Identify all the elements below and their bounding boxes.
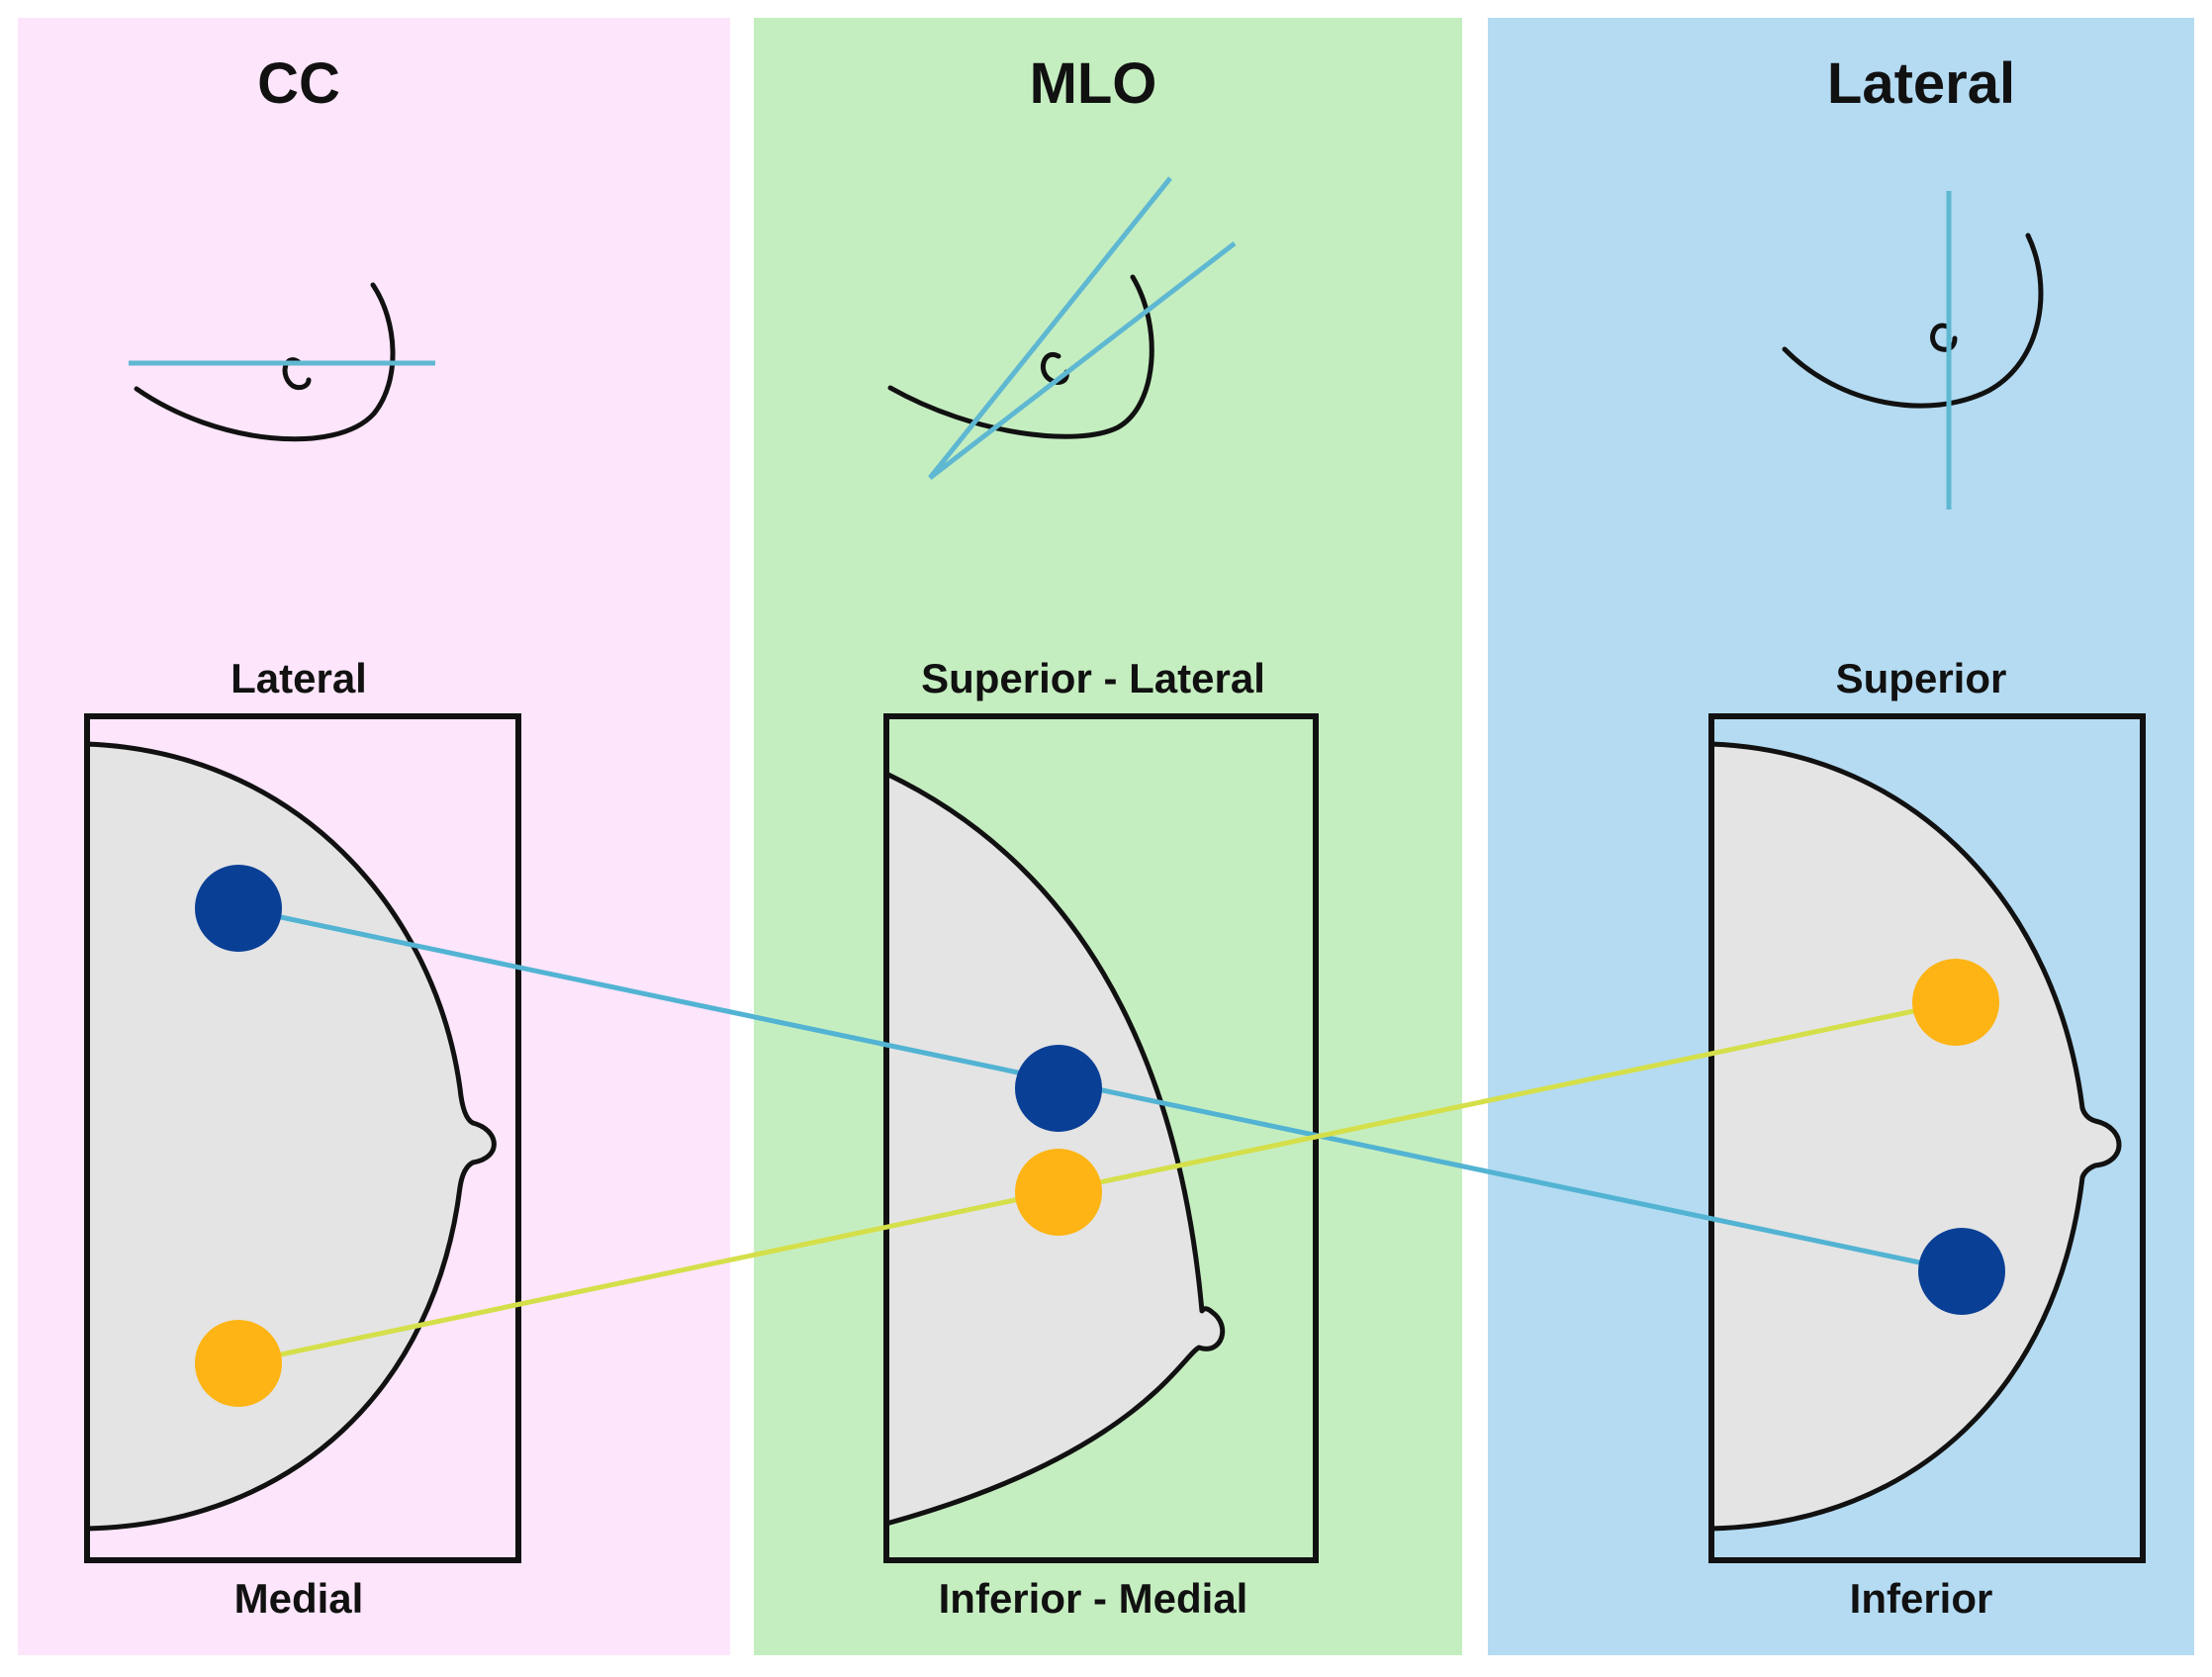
cc-bottom-label: Medial	[234, 1575, 364, 1622]
lateral-top-label: Superior	[1836, 655, 2007, 701]
lateral-projection-sketch	[1782, 191, 2044, 510]
lateral-breast-outline	[1708, 741, 2122, 1532]
projection-line	[928, 176, 1172, 480]
mlo-orange-lesion	[1015, 1149, 1102, 1236]
cc-compression-frame	[84, 713, 521, 1563]
lateral-orange-lesion	[1912, 959, 1999, 1046]
mlo-top-label: Superior - Lateral	[921, 655, 1265, 701]
cc-title: CC	[257, 51, 340, 116]
lateral-blue-lesion	[1918, 1228, 2005, 1315]
projection-line	[928, 241, 1237, 480]
mlo-title: MLO	[1030, 51, 1157, 116]
nipple-icon	[1930, 323, 1958, 352]
cc-orange-lesion	[195, 1320, 282, 1407]
cc-top-label: Lateral	[230, 655, 367, 701]
lateral-title: Lateral	[1827, 51, 2015, 116]
lateral-compression-frame	[1708, 713, 2146, 1563]
mlo-bottom-label: Inferior - Medial	[939, 1575, 1248, 1622]
cc-blue-lesion	[195, 865, 282, 952]
nipple-icon	[1040, 351, 1069, 385]
mlo-breast-outline	[883, 771, 1226, 1527]
lateral-bottom-label: Inferior	[1850, 1575, 1993, 1622]
mlo-blue-lesion	[1015, 1045, 1102, 1132]
mlo-projection-sketch	[887, 176, 1237, 480]
cc-projection-sketch	[129, 282, 435, 442]
